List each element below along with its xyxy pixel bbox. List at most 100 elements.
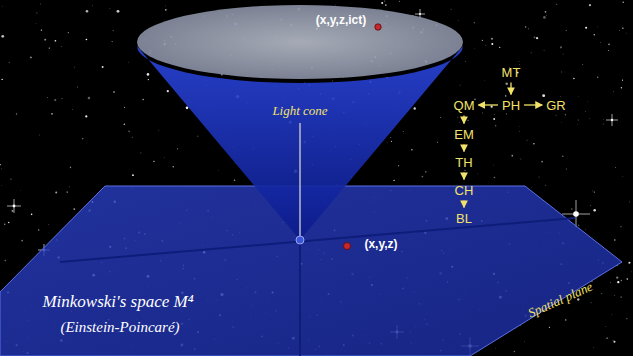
star bbox=[72, 109, 74, 111]
star bbox=[163, 157, 165, 159]
star bbox=[493, 113, 495, 115]
star bbox=[177, 148, 178, 149]
star bbox=[0, 164, 1, 165]
plane-axis bbox=[60, 218, 575, 262]
star bbox=[607, 49, 609, 51]
star bbox=[165, 9, 167, 11]
star bbox=[597, 77, 598, 78]
star bbox=[391, 141, 392, 142]
star bbox=[556, 4, 557, 5]
star bbox=[49, 47, 50, 48]
star bbox=[437, 142, 438, 143]
node-text: TH bbox=[455, 155, 472, 170]
star bbox=[73, 208, 75, 210]
star bbox=[534, 36, 536, 38]
star bbox=[578, 96, 580, 98]
star bbox=[148, 79, 149, 80]
star bbox=[622, 175, 624, 177]
star bbox=[605, 326, 607, 328]
star bbox=[590, 205, 592, 207]
star bbox=[617, 281, 619, 283]
star bbox=[527, 140, 528, 141]
chain-node: TH bbox=[453, 154, 474, 171]
star bbox=[533, 143, 535, 145]
star bbox=[565, 114, 566, 115]
star bbox=[109, 7, 111, 9]
star bbox=[514, 351, 515, 352]
star bbox=[492, 164, 494, 166]
star bbox=[474, 22, 475, 23]
star bbox=[625, 32, 627, 34]
star bbox=[518, 61, 520, 63]
node-text: QM bbox=[454, 98, 475, 113]
star bbox=[623, 2, 624, 3]
star bbox=[82, 138, 83, 139]
star bbox=[582, 63, 584, 65]
star bbox=[85, 115, 87, 117]
star bbox=[54, 99, 56, 101]
point-dot bbox=[344, 243, 351, 250]
star bbox=[520, 158, 522, 160]
star bbox=[524, 341, 526, 343]
star bbox=[613, 91, 615, 93]
star bbox=[421, 176, 423, 178]
star bbox=[68, 32, 69, 33]
star bbox=[153, 161, 154, 162]
star bbox=[511, 155, 513, 157]
star bbox=[543, 50, 545, 52]
star bbox=[1, 35, 4, 38]
star bbox=[609, 282, 611, 284]
arrow-connector bbox=[510, 83, 511, 95]
star bbox=[31, 213, 33, 215]
star bbox=[38, 229, 39, 230]
star bbox=[542, 94, 545, 97]
star bbox=[69, 186, 71, 188]
star bbox=[577, 119, 579, 121]
event-dot bbox=[375, 24, 381, 30]
star bbox=[41, 29, 42, 30]
chain-node: CH bbox=[453, 182, 476, 199]
star bbox=[525, 26, 526, 27]
star bbox=[44, 39, 46, 41]
star bbox=[55, 191, 57, 193]
star bbox=[505, 82, 507, 84]
star bbox=[128, 130, 130, 132]
star bbox=[565, 168, 567, 170]
space-title: Minkowski's space M⁴ bbox=[42, 292, 193, 312]
star bbox=[606, 337, 608, 339]
star bbox=[555, 114, 557, 116]
star bbox=[21, 240, 23, 242]
star bbox=[147, 73, 150, 76]
star bbox=[626, 278, 627, 279]
star bbox=[77, 86, 78, 87]
star bbox=[621, 87, 622, 88]
star bbox=[384, 0, 385, 1]
star bbox=[474, 98, 476, 100]
star bbox=[530, 52, 532, 54]
star bbox=[538, 177, 539, 178]
star bbox=[565, 29, 567, 31]
star bbox=[385, 4, 387, 6]
arrow-connector bbox=[463, 201, 464, 208]
bright-star bbox=[606, 114, 618, 126]
star bbox=[592, 190, 594, 192]
star bbox=[92, 5, 94, 7]
star bbox=[589, 117, 591, 119]
node-text: BL bbox=[456, 211, 472, 226]
star bbox=[387, 141, 389, 143]
star bbox=[585, 27, 587, 29]
star bbox=[464, 170, 465, 171]
star bbox=[608, 43, 610, 45]
star bbox=[485, 45, 487, 47]
node-text: CH bbox=[455, 183, 474, 198]
star bbox=[536, 37, 538, 39]
star bbox=[381, 2, 383, 4]
star bbox=[619, 30, 621, 32]
star bbox=[506, 113, 507, 114]
star bbox=[560, 46, 562, 48]
star bbox=[493, 118, 495, 120]
star bbox=[39, 134, 41, 136]
star bbox=[541, 161, 543, 163]
